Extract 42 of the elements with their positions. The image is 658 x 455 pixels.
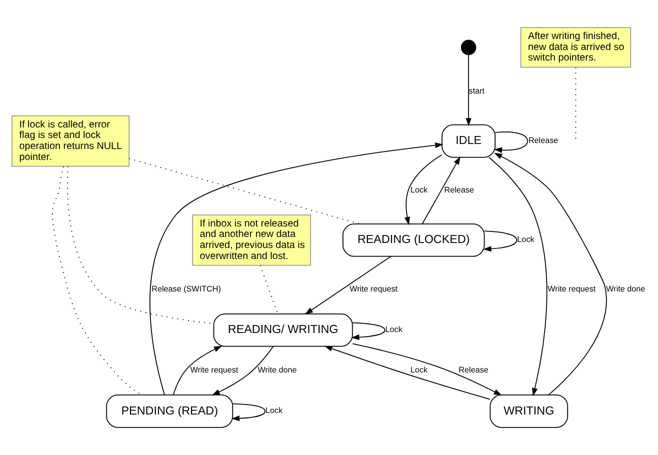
arrow xyxy=(150,142,444,396)
node-box: After writing finished, new data is arrived so switch pointers. xyxy=(520,27,632,68)
edge-label: Lock xyxy=(410,366,428,375)
connector xyxy=(52,166,142,396)
arrow xyxy=(466,54,472,126)
arrow xyxy=(231,403,266,422)
edge-label: Release xyxy=(444,186,474,195)
arrow xyxy=(483,230,518,252)
arrow xyxy=(351,322,386,340)
arrow xyxy=(304,256,392,315)
node-box: PENDING (READ) xyxy=(106,394,234,428)
edge-label: Release xyxy=(458,366,488,375)
arrow xyxy=(172,346,222,396)
edge-label: Lock xyxy=(385,325,402,334)
edge-label: Write done xyxy=(258,366,297,375)
edge-label: Write request xyxy=(548,284,596,294)
edge-label: Release (SWITCH) xyxy=(152,284,221,294)
arrow xyxy=(324,346,490,400)
edge-label: Write request xyxy=(190,366,238,375)
connector xyxy=(260,264,278,314)
arrow xyxy=(212,346,274,396)
arrow xyxy=(488,156,548,396)
arrow xyxy=(352,343,502,396)
arrow xyxy=(494,132,528,153)
node-box: If lock is called, error flag is set and lock operation returns NULL pointer. xyxy=(12,115,130,167)
arrow xyxy=(494,152,607,396)
edge-label: Lock xyxy=(266,406,283,416)
node-box: WRITING xyxy=(490,394,568,428)
edge-label: Lock xyxy=(410,186,428,195)
edge-label: Write done xyxy=(606,284,646,294)
arrow xyxy=(422,156,460,224)
node-box: If inbox is not released and another new data arrived, previous data is overwritten and lost. xyxy=(192,214,311,266)
node-box: IDLE xyxy=(442,124,496,158)
edge-label: Release xyxy=(528,136,558,146)
edge-label: Lock xyxy=(517,235,534,244)
arrow xyxy=(404,154,442,226)
edge-label: Write request xyxy=(350,284,398,294)
edge-label: start xyxy=(468,86,485,96)
connector xyxy=(128,158,360,224)
node-box: READING/ WRITING xyxy=(213,314,353,347)
node-circle xyxy=(460,40,476,56)
node-box: READING (LOCKED) xyxy=(342,223,485,257)
